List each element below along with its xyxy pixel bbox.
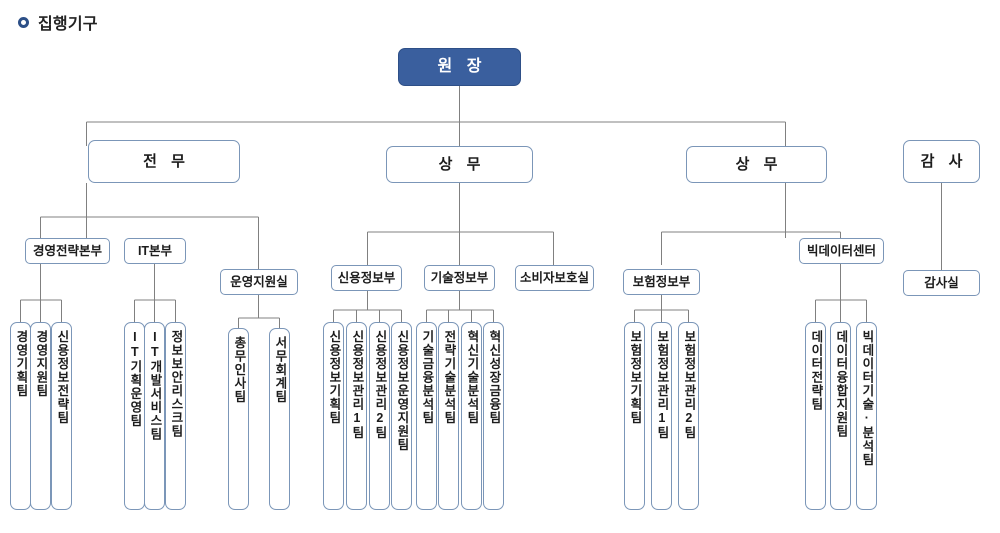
node-team-credit-info-planning[interactable]: 신용정보기획팀 — [323, 322, 344, 510]
node-exec-jeonmu[interactable]: 전 무 — [88, 140, 240, 183]
node-audit-office[interactable]: 감사실 — [903, 270, 980, 296]
node-dept-bigdata-center[interactable]: 빅데이터센터 — [799, 238, 884, 264]
node-root[interactable]: 원 장 — [398, 48, 521, 86]
team-label: 혁신성장금융팀 — [486, 330, 501, 425]
ring-bullet-icon — [18, 16, 29, 28]
team-label: 신용정보전략팀 — [54, 330, 69, 425]
node-team-management-support[interactable]: 경영지원팀 — [30, 322, 51, 510]
node-team-bigdata-tech-analysis[interactable]: 빅데이터기술·분석팀 — [856, 322, 877, 510]
node-exec-sangmu-2[interactable]: 상 무 — [686, 146, 827, 183]
node-team-it-planning-operation[interactable]: IT기획운영팀 — [124, 322, 145, 510]
team-label: 기술금융분석팀 — [419, 330, 434, 425]
node-dept-consumer-protection[interactable]: 소비자보호실 — [515, 265, 594, 291]
node-team-innovation-tech-analysis[interactable]: 혁신기술분석팀 — [461, 322, 482, 510]
node-dept-management-strategy[interactable]: 경영전략본부 — [25, 238, 110, 264]
team-label: 데이터전략팀 — [808, 330, 823, 411]
node-dept-insurance-info[interactable]: 보험정보부 — [623, 269, 700, 295]
node-team-credit-info-strategy[interactable]: 신용정보전략팀 — [51, 322, 72, 510]
team-label: 전략기술분석팀 — [441, 330, 456, 425]
team-label: 정보보안리스크팀 — [168, 330, 183, 438]
node-team-tech-finance-analysis[interactable]: 기술금융분석팀 — [416, 322, 437, 510]
team-label: 서무회계팀 — [272, 336, 287, 404]
node-team-data-strategy[interactable]: 데이터전략팀 — [805, 322, 826, 510]
node-team-insurance-info-mgmt-2[interactable]: 보험정보관리2팀 — [678, 322, 699, 510]
team-label: 신용정보기획팀 — [326, 330, 341, 425]
team-label: 보험정보관리1팀 — [654, 330, 669, 440]
node-dept-credit-info[interactable]: 신용정보부 — [331, 265, 402, 291]
node-team-infosec-risk[interactable]: 정보보안리스크팀 — [165, 322, 186, 510]
node-team-strategic-tech-analysis[interactable]: 전략기술분석팀 — [438, 322, 459, 510]
team-label: 데이터융합지원팀 — [833, 330, 848, 438]
node-dept-it[interactable]: IT본부 — [124, 238, 186, 264]
page-title-label: 집행기구 — [38, 16, 98, 33]
team-label: IT개발서비스팀 — [147, 330, 162, 441]
node-team-credit-info-ops-support[interactable]: 신용정보운영지원팀 — [391, 322, 412, 510]
team-label: 경영기획팀 — [13, 330, 28, 398]
node-dept-operations-support[interactable]: 운영지원실 — [220, 269, 298, 295]
page-title: 집행기구 — [18, 10, 98, 34]
node-dept-tech-info[interactable]: 기술정보부 — [424, 265, 495, 291]
team-label: 빅데이터기술·분석팀 — [859, 330, 874, 467]
node-team-innovation-growth-finance[interactable]: 혁신성장금융팀 — [483, 322, 504, 510]
team-label: 신용정보관리2팀 — [372, 330, 387, 440]
team-label: 보험정보기획팀 — [627, 330, 642, 425]
node-team-credit-info-mgmt-1[interactable]: 신용정보관리1팀 — [346, 322, 367, 510]
node-team-insurance-info-planning[interactable]: 보험정보기획팀 — [624, 322, 645, 510]
node-exec-sangmu-1[interactable]: 상 무 — [386, 146, 533, 183]
node-team-credit-info-mgmt-2[interactable]: 신용정보관리2팀 — [369, 322, 390, 510]
node-team-data-convergence-support[interactable]: 데이터융합지원팀 — [830, 322, 851, 510]
node-team-general-affairs-hr[interactable]: 총무인사팀 — [228, 328, 249, 510]
team-label: 혁신기술분석팀 — [464, 330, 479, 425]
node-team-admin-accounting[interactable]: 서무회계팀 — [269, 328, 290, 510]
node-team-it-dev-service[interactable]: IT개발서비스팀 — [144, 322, 165, 510]
node-team-insurance-info-mgmt-1[interactable]: 보험정보관리1팀 — [651, 322, 672, 510]
node-team-management-planning[interactable]: 경영기획팀 — [10, 322, 31, 510]
team-label: 신용정보관리1팀 — [349, 330, 364, 440]
team-label: 신용정보운영지원팀 — [394, 330, 409, 452]
team-label: 총무인사팀 — [231, 336, 246, 404]
node-audit[interactable]: 감 사 — [903, 140, 980, 183]
team-label: 경영지원팀 — [33, 330, 48, 398]
team-label: 보험정보관리2팀 — [681, 330, 696, 440]
team-label: IT기획운영팀 — [127, 330, 142, 428]
